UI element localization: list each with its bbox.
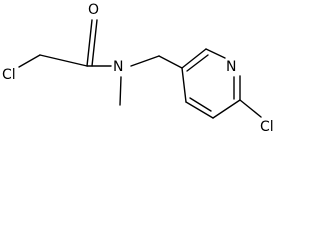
ring-bond-c4-c3 [181, 67, 187, 103]
atom-label-o-carbonyl: O [88, 2, 99, 18]
bond-n-ch2 [130, 55, 160, 67]
ring-bond-c5-c4-inner [189, 97, 212, 112]
ring-bond-c3-c2 [181, 48, 207, 69]
bond-n-methyl [119, 76, 122, 106]
ring-bond-c6-c5 [212, 99, 241, 119]
atom-label-cl-acyl: Cl [2, 67, 16, 83]
atom-label-n-amide: N [113, 59, 123, 75]
bond-ring-cl [239, 99, 262, 118]
atom-label-n-ring: N [226, 59, 236, 75]
bond-carbonyl-o-2 [91, 19, 98, 67]
ring-bond-c3-c2-inner [186, 54, 209, 72]
atom-label-cl-ring: Cl [260, 119, 274, 135]
ring-bond-c5-c4 [185, 101, 214, 119]
bond-ch2-ring [158, 55, 183, 69]
ring-bond-c2-n [205, 48, 226, 59]
bond-cl-ch2 [18, 54, 41, 68]
bond-carbonyl-o-1 [86, 19, 93, 67]
chemical-structure-diagram: Cl O N N Cl [2, 2, 274, 135]
bond-ch2-carbonyl [39, 54, 88, 67]
